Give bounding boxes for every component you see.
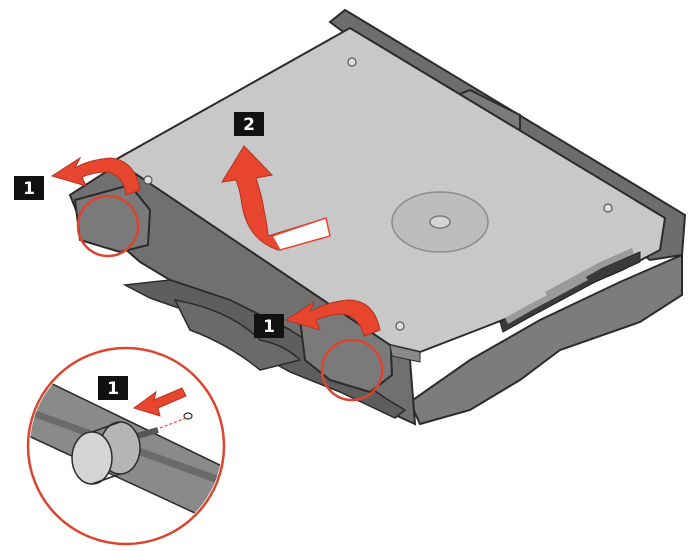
step-badge: 1 — [98, 376, 128, 400]
hard-drive — [113, 26, 667, 363]
lift-arrow-icon — [221, 145, 331, 251]
step-label: 2 — [243, 115, 255, 135]
step-badge: 1 — [14, 176, 44, 200]
rotate-arrow-icon — [50, 156, 141, 196]
inset-detail — [26, 346, 226, 546]
rotate-arrow-icon — [284, 299, 381, 337]
step-label: 1 — [263, 317, 275, 337]
left-clip-callout — [76, 194, 140, 258]
thumbscrew — [71, 421, 159, 485]
step-label: 1 — [107, 379, 119, 399]
step-badge: 2 — [234, 112, 264, 136]
pull-arrow-icon — [132, 387, 187, 417]
right-clip-callout — [320, 338, 384, 402]
step-label: 1 — [23, 179, 35, 199]
step-badge: 1 — [254, 314, 284, 338]
